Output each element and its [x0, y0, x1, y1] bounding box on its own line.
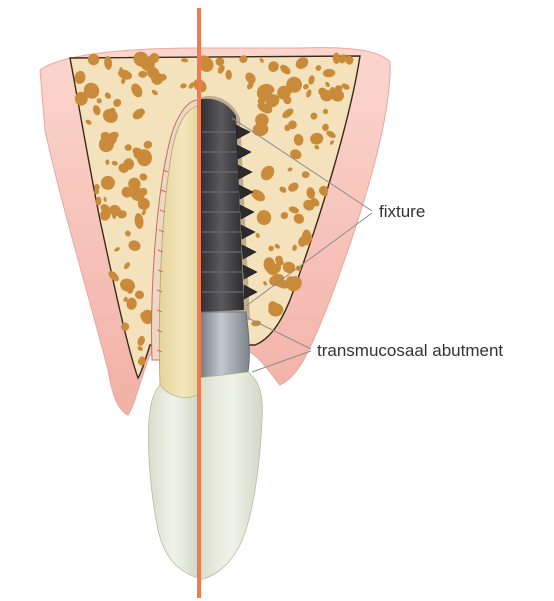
bone-spot — [137, 149, 152, 166]
label-transmucosal-abutment: transmucosaal abutment — [317, 342, 503, 359]
bone-spot — [257, 85, 273, 102]
abutment — [198, 312, 249, 378]
label-fixture: fixture — [379, 203, 425, 220]
implant-crown — [198, 372, 262, 580]
natural-crown — [148, 385, 198, 578]
